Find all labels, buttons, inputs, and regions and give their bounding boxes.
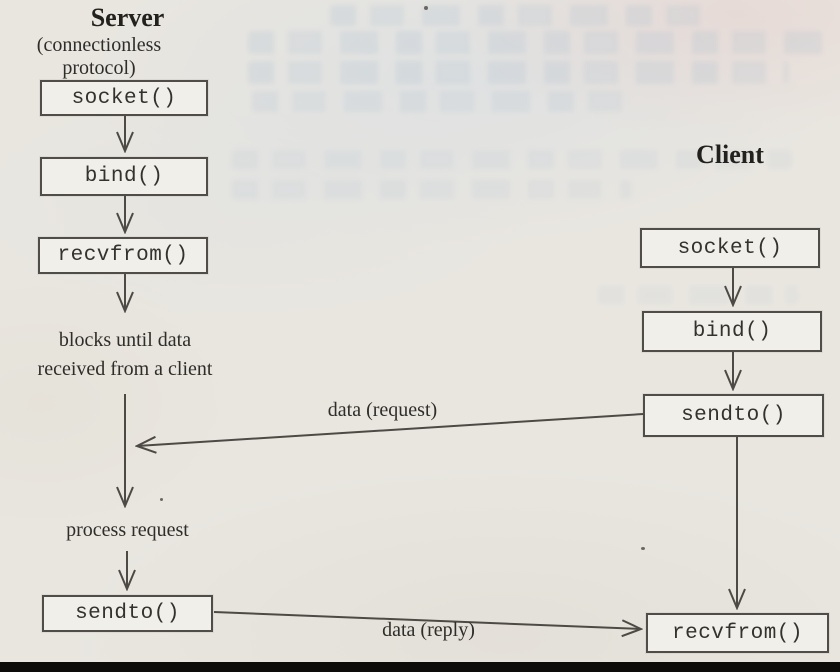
data-request-label: data (request) <box>327 399 438 421</box>
server-subtitle: (connectionless protocol) <box>36 34 162 79</box>
scan-edge-bar <box>0 662 840 672</box>
server-process-note: process request <box>66 519 189 541</box>
server-blocks-note: blocks until data received from a client <box>10 326 240 384</box>
client-socket-label: socket() <box>677 236 783 260</box>
server-recvfrom-label: recvfrom() <box>57 244 189 267</box>
server-bind-label: bind() <box>84 165 164 188</box>
client-sendto-label: sendto() <box>681 404 786 427</box>
server-socket-box: socket() <box>40 80 208 116</box>
client-title: Client <box>696 140 764 169</box>
arrow-data-reply <box>213 611 641 629</box>
server-sendto-label: sendto() <box>75 602 180 625</box>
ink-speck <box>641 547 645 550</box>
client-recvfrom-label: recvfrom() <box>671 621 804 645</box>
server-recvfrom-box: recvfrom() <box>38 237 208 274</box>
client-recvfrom-box: recvfrom() <box>646 613 829 653</box>
data-reply-label: data (reply) <box>382 619 475 641</box>
server-socket-label: socket() <box>71 86 177 110</box>
server-title: Server <box>90 3 165 32</box>
arrow-data-request <box>137 413 644 446</box>
client-bind-label: bind() <box>692 320 772 343</box>
server-sendto-box: sendto() <box>42 595 213 632</box>
client-sendto-box: sendto() <box>643 394 824 437</box>
client-socket-box: socket() <box>640 228 820 268</box>
server-bind-box: bind() <box>40 157 208 196</box>
server-blocks-note-line2: received from a client <box>37 358 213 380</box>
ink-speck <box>424 6 428 10</box>
ink-speck <box>160 498 163 501</box>
client-bind-box: bind() <box>642 311 822 352</box>
server-blocks-note-line1: blocks until data <box>58 329 192 351</box>
